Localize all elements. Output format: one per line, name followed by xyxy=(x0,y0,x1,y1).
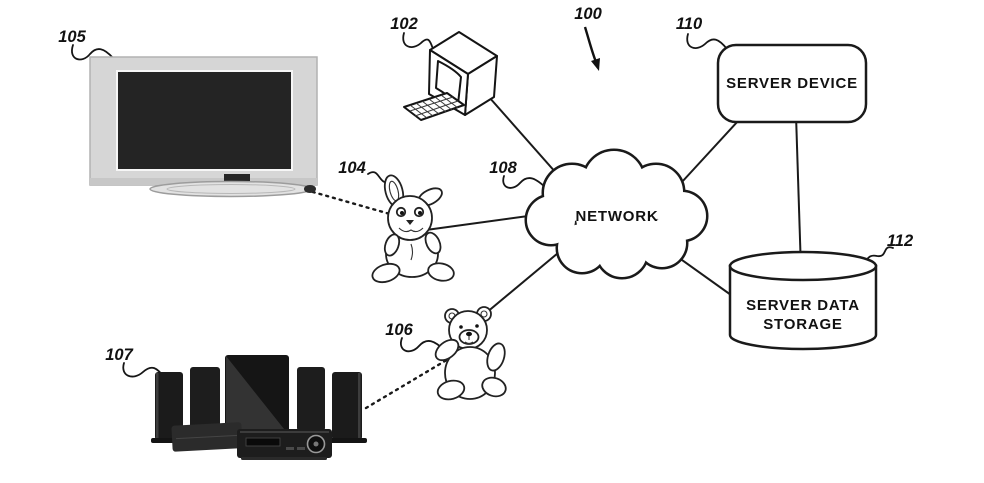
link-tv-bunny-dotted xyxy=(304,188,399,218)
computer-illustration xyxy=(403,31,498,121)
bunny-right-arm xyxy=(424,231,442,255)
bear-right-arm xyxy=(486,342,506,372)
link-server-storage xyxy=(795,114,802,271)
tv-stand-base xyxy=(149,180,313,198)
keyboard-keys xyxy=(409,94,459,119)
tv-illustration xyxy=(89,56,318,198)
tv-stand-base-inner xyxy=(166,184,296,194)
link-theater-bear-dotted xyxy=(364,356,452,410)
bunny-left-foot xyxy=(371,262,401,284)
leader-102 xyxy=(402,32,434,50)
ref-108: 108 xyxy=(489,159,517,177)
bear-left-leg xyxy=(436,379,466,401)
network-cloud: NETWORK xyxy=(524,148,709,280)
bunny-toy-illustration xyxy=(371,174,455,284)
av-receiver xyxy=(237,429,332,460)
server-device-label: SERVER DEVICE xyxy=(726,75,858,92)
ref-100: 100 xyxy=(574,5,602,23)
ref-107: 107 xyxy=(105,346,133,364)
home-theater-illustration xyxy=(151,355,367,460)
reference-numerals: 100 102 104 105 106 107 108 110 112 xyxy=(58,5,913,364)
ref-105: 105 xyxy=(58,28,86,46)
bear-face xyxy=(458,324,480,345)
tv-screen xyxy=(116,70,293,171)
figure-arrow xyxy=(583,26,600,71)
ref-110: 110 xyxy=(676,15,703,33)
network-label: NETWORK xyxy=(575,208,658,225)
storage-label-line2: STORAGE xyxy=(763,316,843,333)
server-device-node: SERVER DEVICE xyxy=(716,43,868,124)
center-channel xyxy=(171,422,243,452)
speaker-tower-3 xyxy=(294,367,328,434)
bunny-face xyxy=(395,206,425,233)
tv-stand-neck xyxy=(224,174,250,185)
ref-104: 104 xyxy=(338,159,366,177)
ref-112: 112 xyxy=(887,232,913,250)
leader-106 xyxy=(400,337,445,353)
tv-stand-cap xyxy=(304,185,316,193)
connection-lines xyxy=(304,87,802,410)
ref-102: 102 xyxy=(390,15,418,33)
leader-110 xyxy=(686,33,728,50)
bear-left-arm xyxy=(434,338,460,362)
subwoofer xyxy=(225,355,289,435)
storage-label-line1: SERVER DATA xyxy=(746,297,860,314)
teddy-bear-illustration xyxy=(434,306,507,401)
leader-105 xyxy=(71,44,114,61)
link-bear-network xyxy=(479,242,571,319)
leader-108 xyxy=(502,175,548,190)
bear-right-leg xyxy=(481,376,507,398)
receiver-display xyxy=(245,437,281,447)
bunny-left-arm xyxy=(383,233,401,257)
server-data-storage-node: SERVER DATA STORAGE xyxy=(728,250,878,351)
bunny-head xyxy=(387,195,433,241)
leader-lines xyxy=(71,26,894,378)
speaker-tower-4 xyxy=(329,372,367,443)
ref-106: 106 xyxy=(385,321,413,339)
leader-107 xyxy=(122,362,165,378)
bunny-right-foot xyxy=(427,262,455,282)
